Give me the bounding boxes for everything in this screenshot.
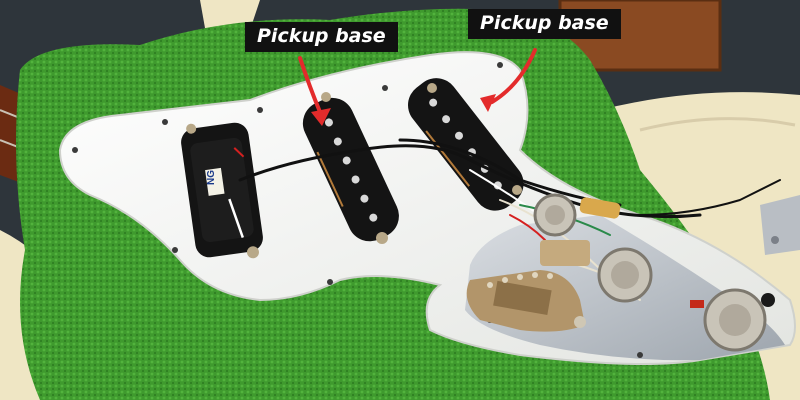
neck-pickup [181, 122, 263, 259]
arrowhead-middle [311, 108, 331, 126]
arrow-bridge-pickup [490, 48, 537, 104]
bridge-plate [760, 195, 800, 255]
arrow-middle-pickup [298, 56, 322, 114]
tone-pot-2 [533, 193, 577, 237]
annotation-label-bridge: Pickup base [468, 9, 621, 39]
pickup-tag: NG [206, 170, 217, 185]
insulation-sleeve [579, 197, 621, 219]
tone-pot [690, 288, 775, 352]
middle-pickup [302, 97, 399, 242]
arrowhead-bridge [480, 94, 496, 112]
volume-pot [597, 247, 653, 303]
selector-switch [466, 240, 590, 332]
annotation-arrows [298, 48, 537, 114]
annotation-label-middle: Pickup base [245, 22, 398, 52]
